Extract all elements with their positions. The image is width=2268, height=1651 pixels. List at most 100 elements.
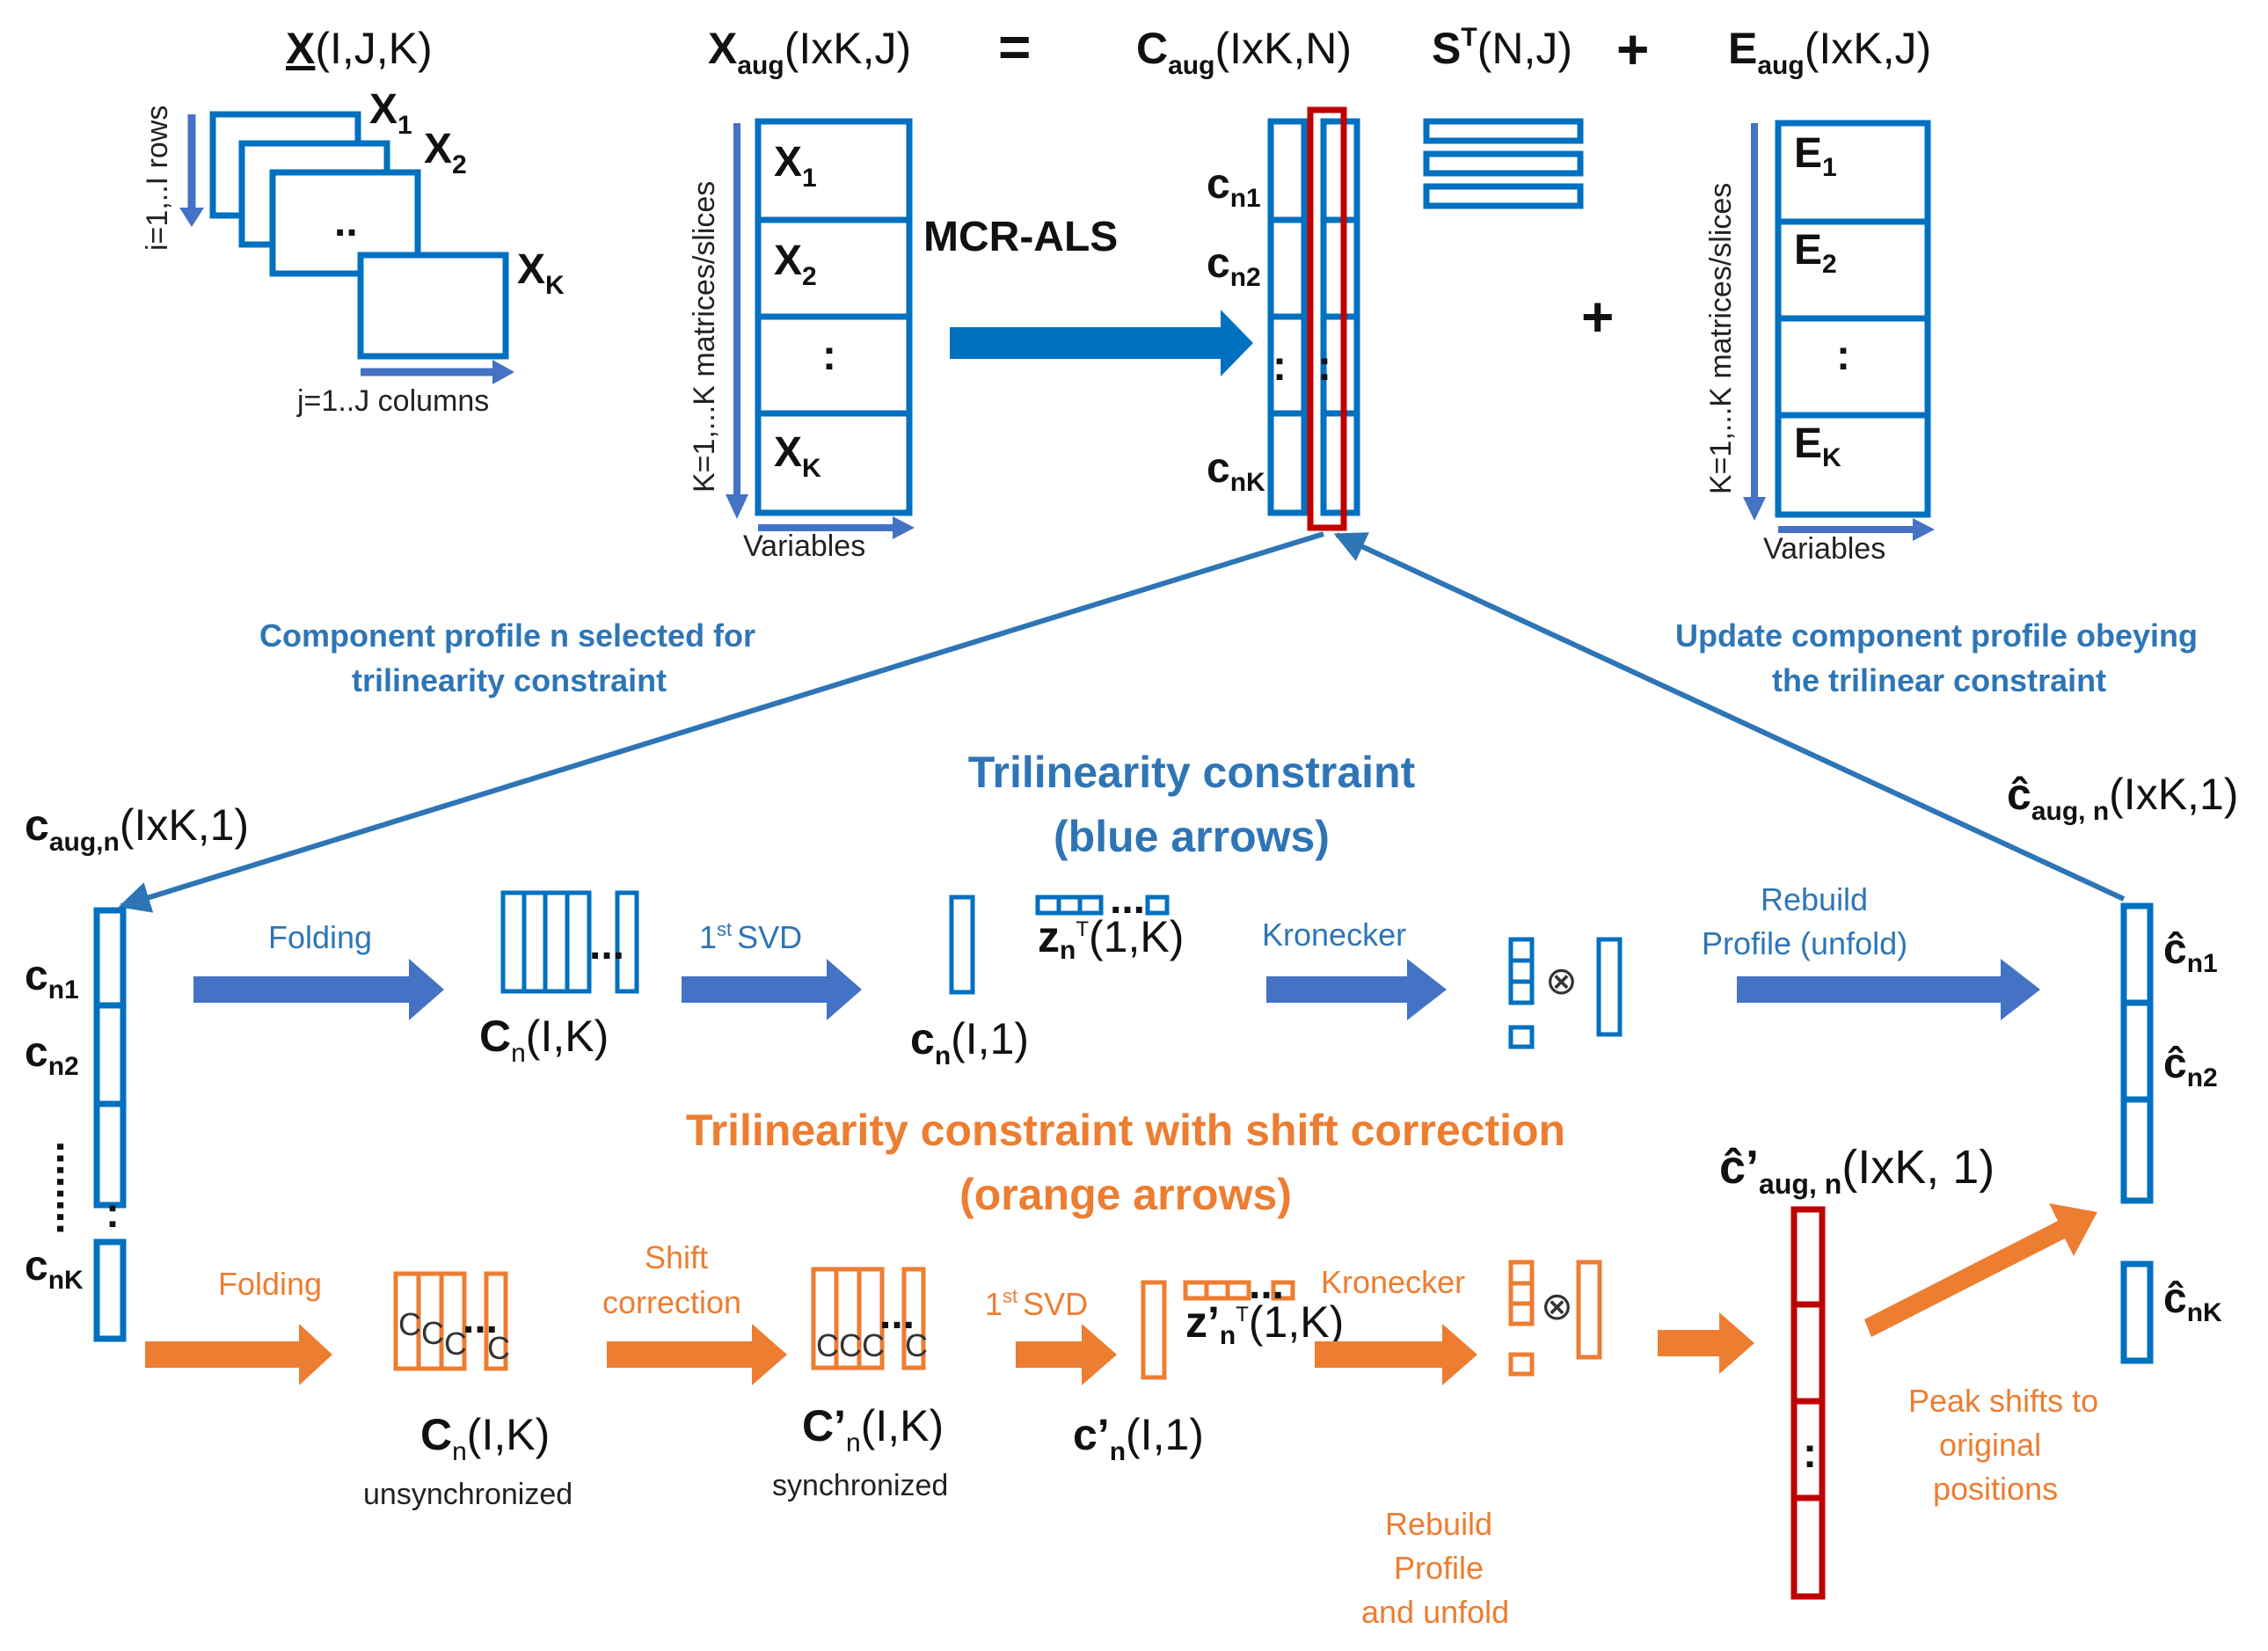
orange-shift-2: correction (602, 1284, 741, 1320)
caug-matrix: : : cn1 cn2 cnK (1207, 106, 1360, 531)
orange-cn-peak-k: C (487, 1330, 510, 1366)
caugn-row-n1: cn1 (25, 953, 79, 1004)
st-header: ST(N,J) (1432, 23, 1572, 73)
peak-shift-2: original (1939, 1427, 2041, 1463)
xaug-block-1: X1 (774, 139, 817, 193)
caug-row-nk: cnK (1207, 445, 1265, 497)
caugn-hat-header: ĉaug, n(IxK,1) (2007, 770, 2238, 826)
cpaugn-hat-column: : (1790, 1206, 1826, 1600)
eaug-var-head (1913, 518, 1935, 541)
caug-col-dots-2: : (1317, 343, 1331, 390)
caugn-dots: ........ (47, 1141, 94, 1235)
slice-dots: .. (334, 199, 358, 245)
update-profile-arrow (1333, 532, 2126, 902)
caug-header: Caug(IxK,N) (1136, 24, 1352, 80)
orange-cn-peak-2: C (421, 1315, 444, 1351)
blue-zn-dots: ... (1110, 876, 1145, 923)
rows-axis-label: i=1,..I rows (141, 106, 174, 251)
caug-row-n1: cn1 (1207, 161, 1261, 213)
eaug-header: Eaug(IxK,J) (1728, 24, 1931, 80)
orange-cpn-peak-3: C (862, 1327, 885, 1363)
orange-cn-label: Cn(I,K) (420, 1410, 550, 1466)
caugn-row-n2: cn2 (25, 1029, 79, 1081)
caugn-hat-row-n2: ĉn2 (2163, 1041, 2218, 1092)
slice-k (357, 252, 509, 360)
xaug-block-k: XK (774, 429, 821, 483)
xaug-k-head (726, 494, 748, 519)
annotation-left-1: Component profile n selected for (259, 617, 755, 654)
orange-svd-arrow (1016, 1324, 1117, 1385)
slice-x1-label: X1 (369, 86, 412, 140)
xaug-var-label: Variables (743, 530, 865, 563)
st-matrix (1423, 118, 1584, 209)
orange-rebuild-2: Profile (1394, 1550, 1484, 1586)
orange-otimes: ⊗ (1541, 1285, 1573, 1328)
plus-sign-mid: + (1581, 285, 1614, 348)
orange-zpn-vector: ... (1183, 1261, 1295, 1308)
orange-rebuild-3: and unfold (1361, 1594, 1509, 1630)
xaug-block-dots: : (822, 332, 836, 379)
blue-kronecker-label: Kronecker (1262, 917, 1406, 953)
slice-x2-label: X2 (424, 126, 467, 179)
blue-rebuild-arrow (1737, 959, 2040, 1020)
orange-cpn-matrix: ... C C C C (811, 1267, 928, 1370)
blue-otimes: ⊗ (1545, 960, 1578, 1003)
orange-cn-note: unsynchronized (363, 1478, 572, 1511)
caug-col-dots: : (1273, 343, 1287, 390)
blue-zn-vector: ... (1035, 876, 1170, 923)
blue-rebuild-1: Rebuild (1761, 881, 1868, 917)
blue-zn-label: znT(1,K) (1038, 912, 1184, 965)
rows-axis-head (179, 208, 204, 227)
caugn-hat-row-nk: ĉnK (2163, 1275, 2222, 1327)
eaug-var-label: Variables (1763, 532, 1885, 566)
blue-title-1: Trilinearity constraint (968, 748, 1416, 797)
caugn-hat-row-n1: ĉn1 (2163, 926, 2218, 978)
eaug-k-label: K=1,...K matrices/slices (1704, 183, 1738, 494)
orange-title-2: (orange arrows) (959, 1170, 1292, 1219)
orange-cpn-peak-1: C (816, 1327, 839, 1363)
orange-shift-arrow (607, 1324, 787, 1385)
eaug-matrix: E1 E2 : EK K=1,...K matrices/slices Vari… (1704, 120, 1935, 566)
orange-cpn-dots: ... (879, 1291, 915, 1338)
cpaugn-hat-header: ĉ’aug, n(IxK, 1) (1719, 1141, 1995, 1200)
selected-profile-highlight (1307, 106, 1347, 531)
caug-row-n2: cn2 (1207, 240, 1261, 292)
blue-folding-label: Folding (268, 919, 372, 955)
orange-rebuild-1: Rebuild (1385, 1506, 1492, 1542)
orange-rebuild-arrow (1658, 1312, 1754, 1374)
blue-cn-label: Cn(I,K) (479, 1012, 609, 1068)
eaug-k-head (1743, 497, 1766, 521)
caugn-column (93, 907, 127, 1342)
cols-axis-head (492, 360, 514, 384)
blue-kronecker-arrow (1266, 959, 1447, 1020)
caugn-header: caug,n(IxK,1) (25, 800, 249, 857)
orange-cpn-vector (1141, 1280, 1167, 1380)
orange-folding-arrow (145, 1324, 332, 1385)
orange-cpn-peak-2: C (839, 1327, 862, 1363)
peak-shift-1: Peak shifts to (1908, 1383, 2098, 1419)
annotation-right-1: Update component profile obeying (1675, 617, 2198, 654)
orange-title-1: Trilinearity constraint with shift corre… (686, 1106, 1565, 1155)
blue-cn-vector-label: cn(I,1) (910, 1014, 1029, 1070)
orange-cn-peak-1: C (398, 1306, 421, 1342)
orange-kronecker-label: Kronecker (1321, 1264, 1465, 1300)
caugn-row-nk: cnK (25, 1243, 84, 1295)
tensor-block: X(I,J,K) .. X1 X2 XK i=1,..I rows j=1..J… (141, 24, 565, 418)
orange-cpn-peak-k: C (905, 1327, 928, 1363)
blue-cn-matrix: ... (500, 890, 639, 994)
xaug-block-2: X2 (774, 237, 817, 291)
tensor-title: X(I,J,K) (286, 24, 433, 73)
eaug-block-k: EK (1794, 420, 1841, 472)
eaug-block-2: E2 (1794, 227, 1837, 279)
orange-zpn-dots: ... (1249, 1261, 1284, 1308)
annotation-left-2: trilinearity constraint (352, 662, 667, 698)
blue-svd-arrow (682, 959, 862, 1020)
blue-cn-vector (949, 895, 975, 995)
cols-axis-label: j=1..J columns (296, 384, 489, 418)
equals-sign: = (998, 15, 1031, 78)
blue-kron-product (1508, 937, 1623, 1049)
orange-cpn-note: synchronized (772, 1469, 948, 1502)
